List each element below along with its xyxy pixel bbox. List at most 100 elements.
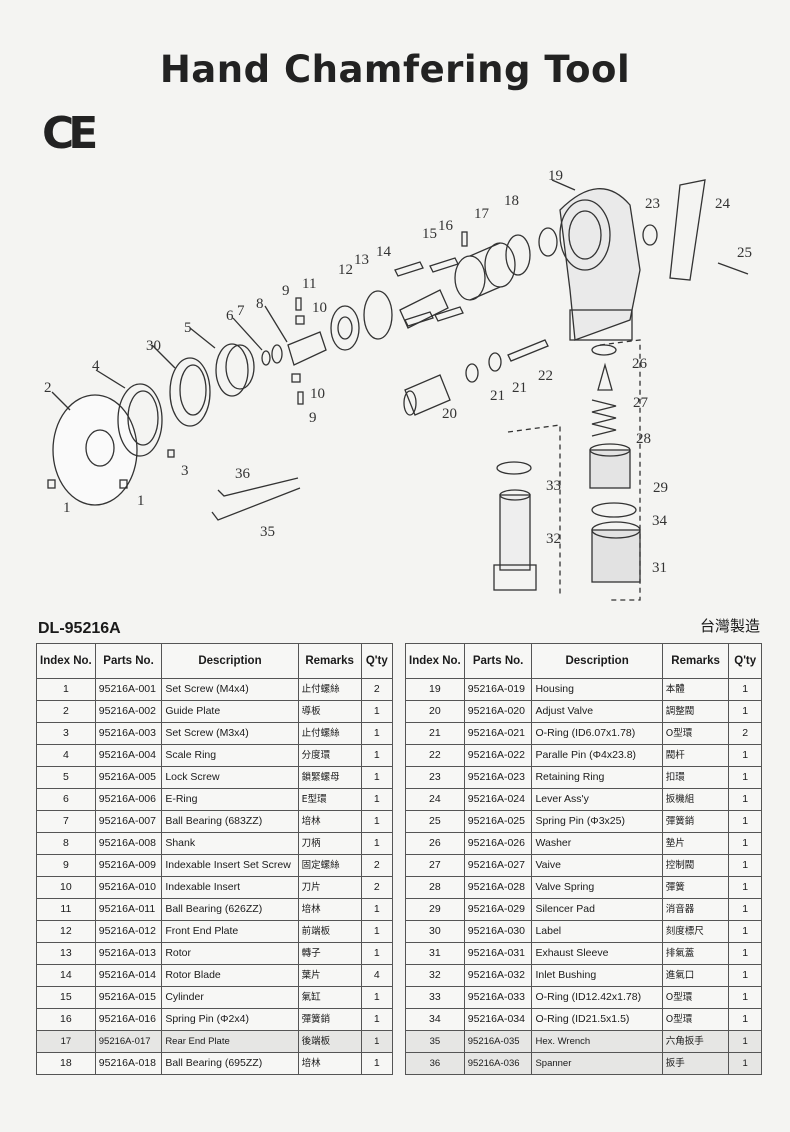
cell-index: 36 xyxy=(405,1052,465,1075)
callout-label: 1 xyxy=(63,500,71,516)
cell-index: 2 xyxy=(36,700,96,723)
cell-qty: 1 xyxy=(360,1008,394,1031)
cell-description: O-Ring (ID12.42x1.78) xyxy=(531,986,663,1009)
cell-qty: 1 xyxy=(360,1052,394,1075)
cell-qty: 1 xyxy=(360,898,394,921)
cell-index: 21 xyxy=(405,722,465,745)
callout-label: 15 xyxy=(422,226,437,242)
cell-index: 18 xyxy=(36,1052,96,1075)
cell-remarks: 培林 xyxy=(297,898,362,921)
cell-description: Label xyxy=(531,920,663,943)
callout-label: 13 xyxy=(354,252,369,268)
cell-parts-no: 95216A-031 xyxy=(463,942,533,965)
callout-label: 11 xyxy=(302,276,316,292)
col-qty: Q'ty xyxy=(728,643,762,679)
callout-label: 3 xyxy=(181,463,189,479)
cell-description: Rotor xyxy=(161,942,299,965)
cell-parts-no: 95216A-015 xyxy=(94,986,163,1009)
cell-description: Lock Screw xyxy=(161,766,299,789)
callout-label: 14 xyxy=(376,244,392,260)
col-description: Description xyxy=(531,643,663,679)
cell-description: Indexable Insert xyxy=(161,876,299,899)
cell-description: Ball Bearing (626ZZ) xyxy=(161,898,299,921)
cell-description: Housing xyxy=(531,678,663,701)
callout-label: 21 xyxy=(512,380,527,396)
cell-remarks: 彈簧銷 xyxy=(661,810,730,833)
cell-qty: 2 xyxy=(728,722,762,745)
cell-qty: 1 xyxy=(360,722,394,745)
cell-qty: 2 xyxy=(360,876,394,899)
cell-qty: 1 xyxy=(728,1008,762,1031)
cell-description: Exhaust Sleeve xyxy=(531,942,663,965)
cell-description: Front End Plate xyxy=(161,920,299,943)
cell-parts-no: 95216A-017 xyxy=(94,1030,163,1053)
cell-parts-no: 95216A-030 xyxy=(463,920,533,943)
cell-parts-no: 95216A-006 xyxy=(94,788,163,811)
cell-remarks: 轉子 xyxy=(297,942,362,965)
callout-label: 10 xyxy=(312,300,327,316)
cell-parts-no: 95216A-016 xyxy=(94,1008,163,1031)
callout-label: 30 xyxy=(146,338,161,354)
cell-index: 28 xyxy=(405,876,465,899)
cell-remarks: 彈簧銷 xyxy=(297,1008,362,1031)
cell-description: Set Screw (M3x4) xyxy=(161,722,299,745)
cell-parts-no: 95216A-032 xyxy=(463,964,533,987)
cell-parts-no: 95216A-001 xyxy=(94,678,163,701)
cell-index: 23 xyxy=(405,766,465,789)
cell-index: 8 xyxy=(36,832,96,855)
callout-label: 10 xyxy=(310,386,325,402)
table-header-row: Index No. Parts No. Description Remarks … xyxy=(405,643,762,679)
cell-qty: 1 xyxy=(728,964,762,987)
cell-description: Spring Pin (Φ3x25) xyxy=(531,810,663,833)
cell-qty: 1 xyxy=(728,832,762,855)
cell-parts-no: 95216A-018 xyxy=(94,1052,163,1075)
cell-description: Ball Bearing (683ZZ) xyxy=(161,810,299,833)
cell-parts-no: 95216A-020 xyxy=(463,700,533,723)
cell-description: O-Ring (ID21.5x1.5) xyxy=(531,1008,663,1031)
callout-label: 31 xyxy=(652,560,667,576)
cell-description: Guide Plate xyxy=(161,700,299,723)
cell-index: 22 xyxy=(405,744,465,767)
cell-qty: 1 xyxy=(728,942,762,965)
cell-remarks: 氣缸 xyxy=(297,986,362,1009)
cell-parts-no: 95216A-033 xyxy=(463,986,533,1009)
cell-parts-no: 95216A-008 xyxy=(94,832,163,855)
cell-remarks: 培林 xyxy=(297,810,362,833)
cell-qty: 1 xyxy=(728,700,762,723)
cell-index: 11 xyxy=(36,898,96,921)
cell-remarks: 控制閥 xyxy=(661,854,730,877)
cell-parts-no: 95216A-027 xyxy=(463,854,533,877)
cell-remarks: 導板 xyxy=(297,700,362,723)
cell-qty: 1 xyxy=(360,986,394,1009)
cell-index: 34 xyxy=(405,1008,465,1031)
cell-index: 32 xyxy=(405,964,465,987)
cell-index: 35 xyxy=(405,1030,465,1053)
table-header-row: Index No. Parts No. Description Remarks … xyxy=(36,643,394,679)
cell-remarks: 六角扳手 xyxy=(661,1030,730,1053)
cell-description: Retaining Ring xyxy=(531,766,663,789)
cell-qty: 1 xyxy=(728,744,762,767)
cell-qty: 1 xyxy=(728,788,762,811)
cell-qty: 1 xyxy=(360,766,394,789)
model-number: DL-95216A xyxy=(38,620,121,637)
cell-remarks: 扳機組 xyxy=(661,788,730,811)
cell-description: Inlet Bushing xyxy=(531,964,663,987)
cell-description: O-Ring (ID6.07x1.78) xyxy=(531,722,663,745)
cell-index: 25 xyxy=(405,810,465,833)
cell-index: 29 xyxy=(405,898,465,921)
cell-parts-no: 95216A-026 xyxy=(463,832,533,855)
cell-index: 12 xyxy=(36,920,96,943)
cell-parts-no: 95216A-013 xyxy=(94,942,163,965)
cell-qty: 1 xyxy=(728,810,762,833)
cell-description: Rotor Blade xyxy=(161,964,299,987)
callout-label: 23 xyxy=(645,196,660,212)
